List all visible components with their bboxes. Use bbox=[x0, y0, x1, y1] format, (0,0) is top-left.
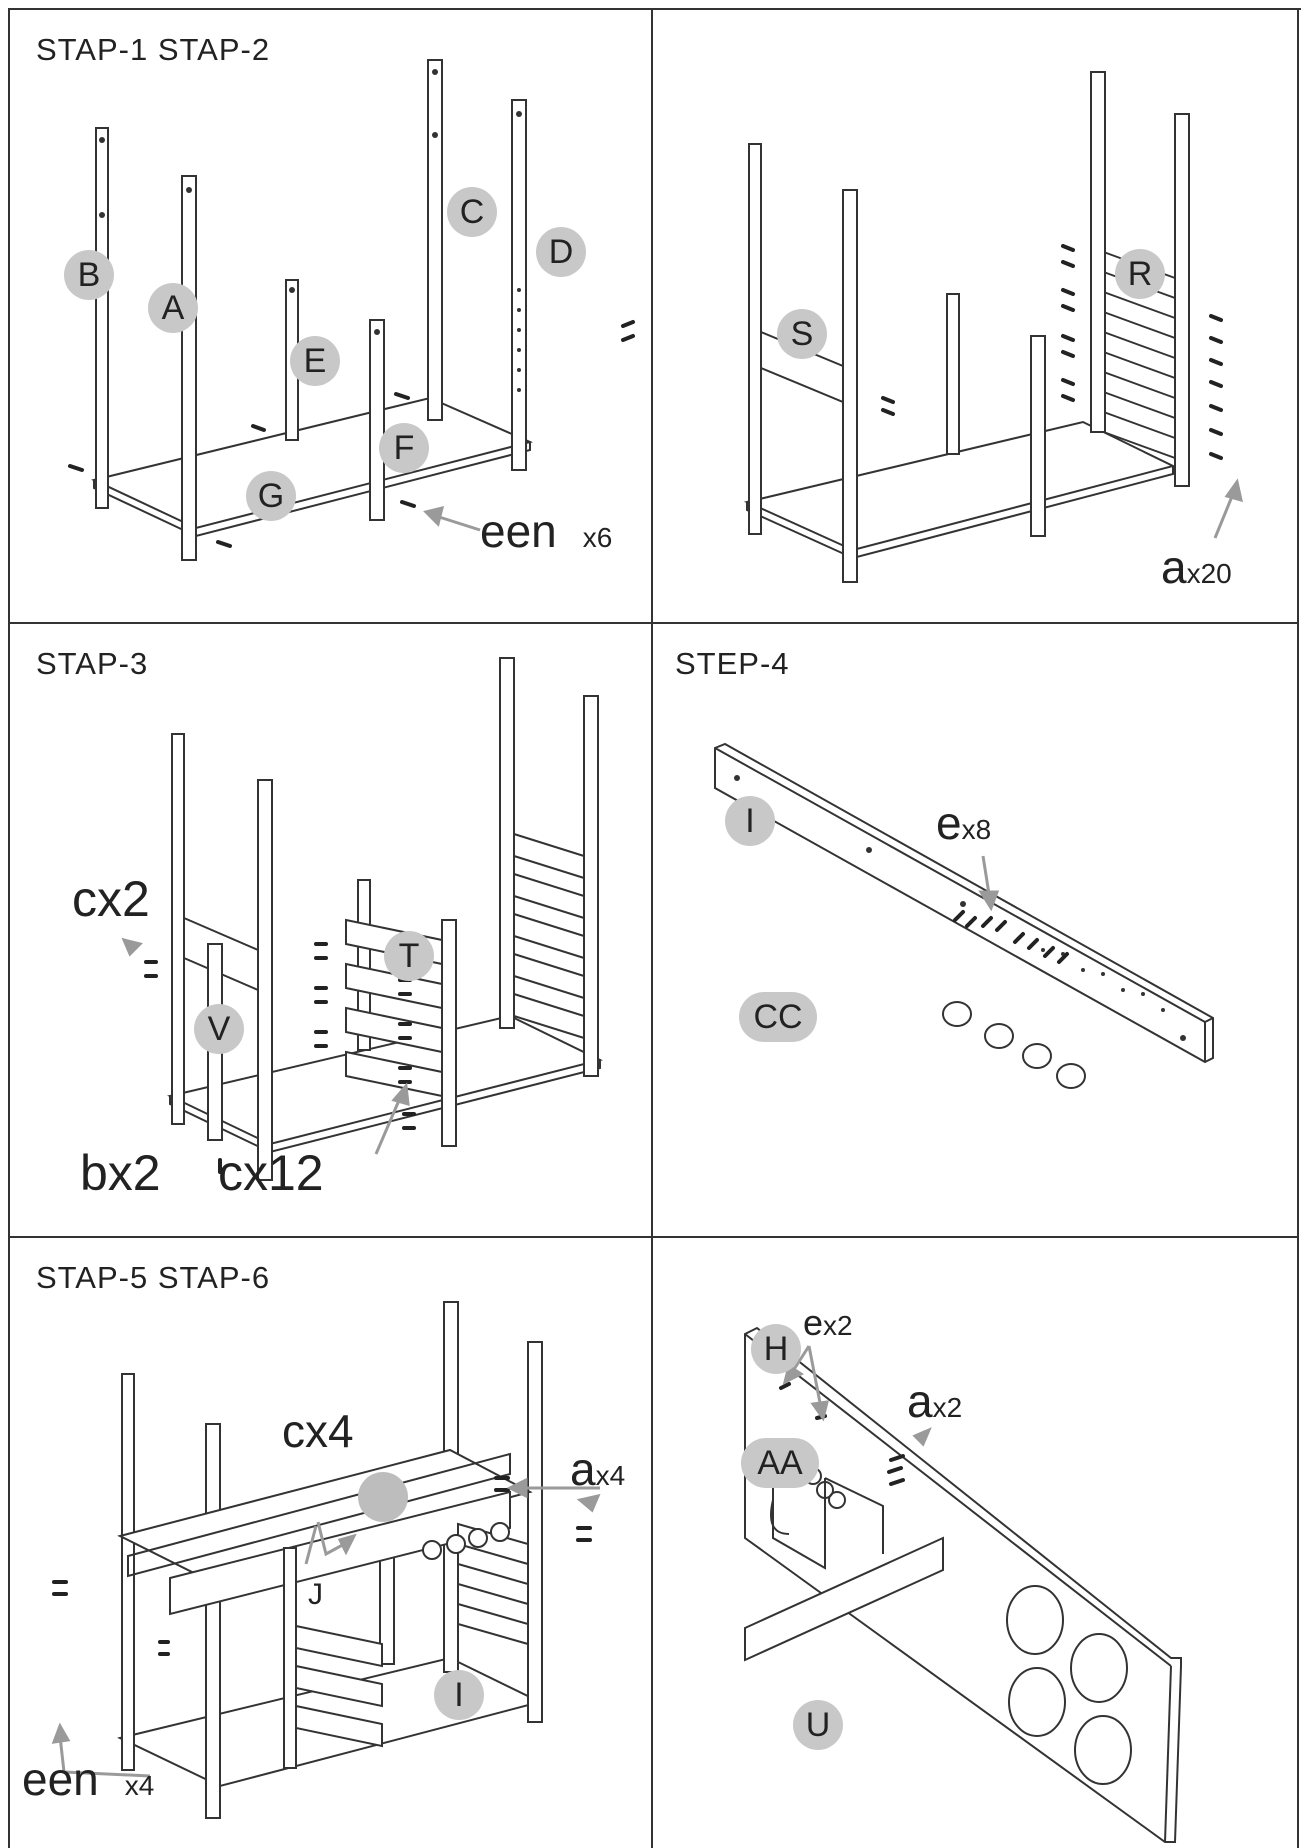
part-label-I: I bbox=[725, 796, 775, 846]
cam-locks bbox=[942, 1001, 1086, 1089]
post bbox=[748, 143, 762, 535]
panel-step-3: STAP-3 bbox=[10, 624, 651, 1236]
end-ladder bbox=[513, 832, 585, 1040]
part-label-R: R bbox=[1115, 249, 1165, 299]
quantity-a-x20: ax20 bbox=[1161, 541, 1232, 593]
part-label-T: T bbox=[384, 931, 434, 981]
post bbox=[1174, 113, 1190, 487]
post bbox=[1030, 335, 1046, 537]
cross-bar bbox=[744, 1536, 944, 1662]
border-top bbox=[10, 8, 1301, 10]
frame-drawing bbox=[121, 657, 603, 1181]
part-label-CC: CC bbox=[739, 992, 817, 1042]
post bbox=[205, 1423, 221, 1819]
post bbox=[842, 189, 858, 583]
border-row-2 bbox=[8, 1236, 1299, 1238]
post-C bbox=[427, 59, 443, 421]
quantity-cx2: cx2 bbox=[72, 871, 150, 927]
part-label-F: F bbox=[379, 423, 429, 473]
panel-step-4: STEP-4 bbox=[653, 624, 1297, 1236]
frame-drawing bbox=[51, 1301, 601, 1819]
part-label-A: A bbox=[148, 283, 198, 333]
part-label-S: S bbox=[777, 309, 827, 359]
step-title: STAP-1 STAP-2 bbox=[36, 32, 271, 67]
part-label-B: B bbox=[64, 250, 114, 300]
panel-drawing bbox=[744, 1326, 1182, 1843]
post-B bbox=[95, 127, 109, 509]
beam-drawing bbox=[714, 742, 1214, 1089]
quantity-e-x2: ex2 bbox=[803, 1302, 853, 1343]
quantity-a-x4: ax4 bbox=[570, 1443, 626, 1495]
step-title: STAP-3 bbox=[36, 646, 149, 681]
quantity-bx2: bx2 bbox=[80, 1145, 161, 1201]
panel-step-1-2-continued: S R ax20 bbox=[621, 10, 1297, 622]
front-rail-J bbox=[169, 1490, 511, 1616]
quantity-cx12: cx12 bbox=[218, 1145, 324, 1201]
post-D bbox=[511, 99, 527, 471]
border-left bbox=[8, 8, 10, 1848]
post-mid bbox=[283, 1547, 297, 1769]
post-A bbox=[181, 175, 197, 561]
post bbox=[171, 733, 185, 1125]
post bbox=[583, 695, 599, 1077]
part-label-H: H bbox=[751, 1324, 801, 1374]
border-middle-vertical bbox=[651, 8, 653, 1848]
step-title: STAP-5 STAP-6 bbox=[36, 1260, 271, 1295]
quantity-e-x8: ex8 bbox=[936, 797, 992, 849]
middle-ladder bbox=[295, 1624, 383, 1748]
border-row-1 bbox=[8, 622, 1299, 624]
panel-step-1-2: STAP-1 STAP-2 bbox=[10, 10, 651, 622]
quantity-cx4: cx4 bbox=[282, 1405, 354, 1457]
post bbox=[1090, 71, 1106, 433]
step-title: STEP-4 bbox=[675, 646, 790, 681]
panel-U bbox=[744, 1326, 1182, 1843]
part-label-C: C bbox=[447, 187, 497, 237]
part-label-E: E bbox=[290, 336, 340, 386]
quantity-a-x2: ax2 bbox=[907, 1375, 963, 1427]
part-label-AA: AA bbox=[741, 1438, 819, 1488]
border-right bbox=[1297, 8, 1299, 1848]
part-label-V: V bbox=[194, 1004, 244, 1054]
part-label-U: U bbox=[793, 1700, 843, 1750]
floor-panel bbox=[91, 396, 534, 530]
post bbox=[946, 293, 960, 455]
post bbox=[257, 779, 273, 1181]
post bbox=[499, 657, 515, 1029]
part-label-J: J bbox=[308, 1578, 323, 1611]
part-label-G: G bbox=[246, 471, 296, 521]
panel-step-5-6-continued: H AA U ex2 ax2 bbox=[653, 1238, 1297, 1848]
end-ladder bbox=[457, 1522, 529, 1646]
post bbox=[527, 1341, 543, 1723]
part-label-D: D bbox=[536, 227, 586, 277]
panel-step-5-6: STAP-5 STAP-6 bbox=[10, 1238, 651, 1848]
post-F bbox=[369, 319, 385, 521]
part-marker-blank bbox=[358, 1472, 408, 1522]
holes bbox=[1006, 1585, 1132, 1785]
post bbox=[441, 919, 457, 1147]
part-label-I: I bbox=[434, 1670, 484, 1720]
cam-locks bbox=[422, 1522, 510, 1560]
frame-drawing bbox=[621, 71, 1244, 583]
